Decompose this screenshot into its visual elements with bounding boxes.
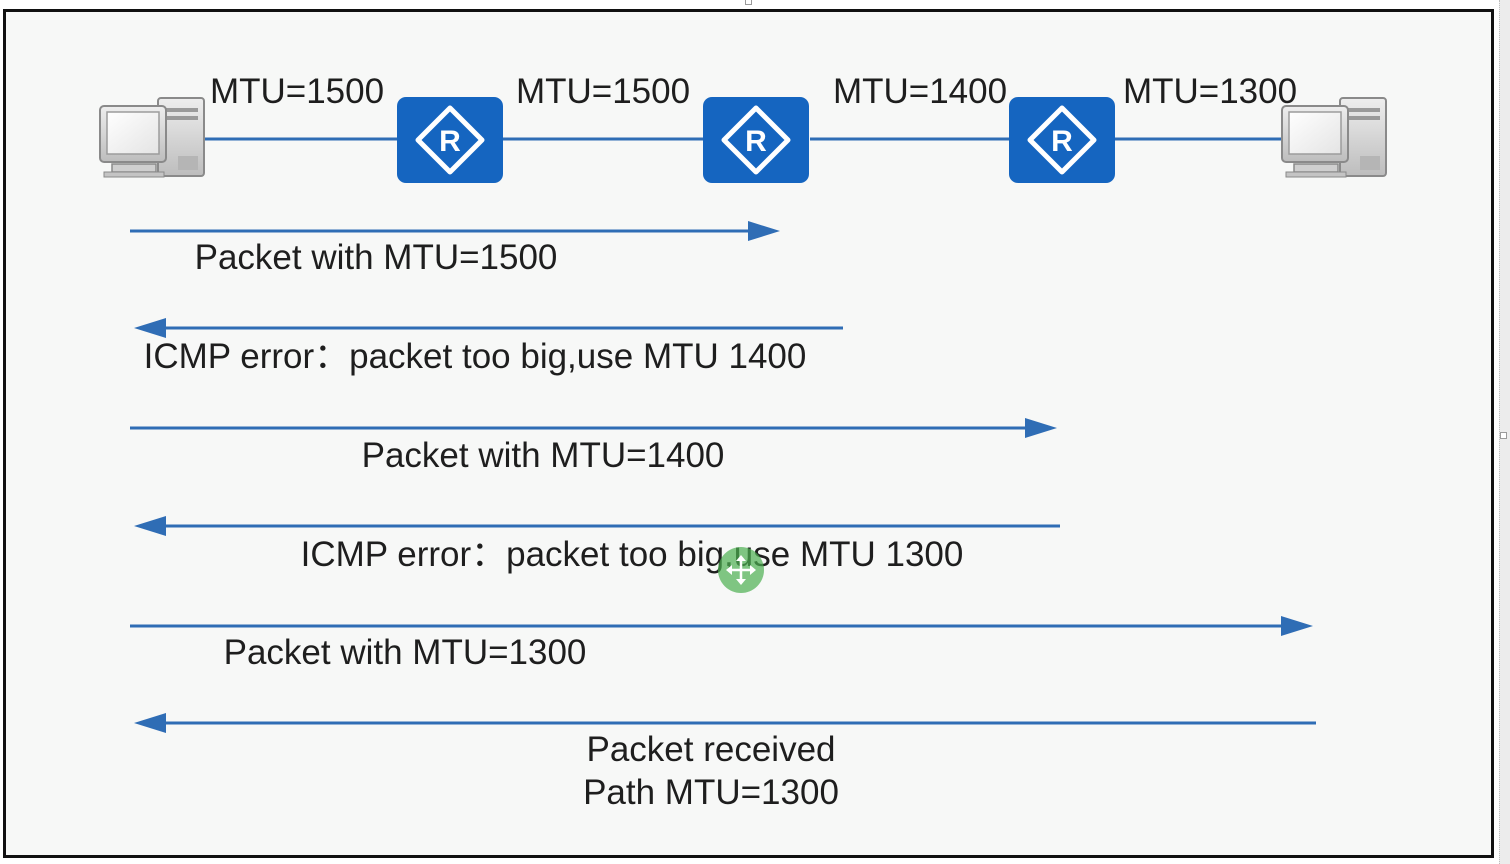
resize-handle-top[interactable] [745, 0, 752, 5]
message-label: ICMP error：packet too big,use MTU 1400 [144, 337, 807, 376]
message-label: Packet with MTU=1500 [195, 238, 558, 277]
path-mtu-label: Path MTU=1300 [583, 773, 839, 812]
received-label: Packet received [586, 730, 835, 769]
router-icon: R [397, 97, 503, 183]
message-label: ICMP error：packet too big,use MTU 1300 [301, 535, 964, 574]
router-icon: R [1009, 97, 1115, 183]
link-mtu-labels: MTU=1500 MTU=1500 MTU=1400 MTU=1300 [210, 72, 1297, 111]
link-mtu-label: MTU=1500 [516, 72, 690, 111]
arrow-right-icon [748, 221, 780, 241]
router-letter: R [1051, 125, 1073, 158]
message-row: ICMP error：packet too big,use MTU 1400 [134, 318, 843, 376]
router-icon: R [703, 97, 809, 183]
message-row: Packet with MTU=1400 [130, 418, 1057, 475]
arrow-right-icon [1025, 418, 1057, 438]
link-mtu-label: MTU=1500 [210, 72, 384, 111]
move-cursor-icon [718, 547, 764, 593]
link-mtu-label: MTU=1300 [1123, 72, 1297, 111]
resize-handle-right[interactable] [1500, 432, 1507, 439]
arrow-right-icon [1281, 616, 1313, 636]
message-row: Packet with MTU=1300 [130, 616, 1313, 672]
arrow-left-icon [134, 713, 166, 733]
pc-source-icon [99, 97, 205, 178]
router-letter: R [439, 125, 461, 158]
message-row: Packet with MTU=1500 [130, 221, 780, 277]
router-letter: R [745, 125, 767, 158]
message-label: Packet with MTU=1400 [362, 436, 725, 475]
link-mtu-label: MTU=1400 [833, 72, 1007, 111]
message-row: ICMP error：packet too big,use MTU 1300 [134, 516, 1060, 574]
arrow-left-icon [134, 516, 166, 536]
arrow-left-icon [134, 318, 166, 338]
message-label: Packet with MTU=1300 [224, 633, 587, 672]
pc-destination-icon [1281, 97, 1387, 178]
